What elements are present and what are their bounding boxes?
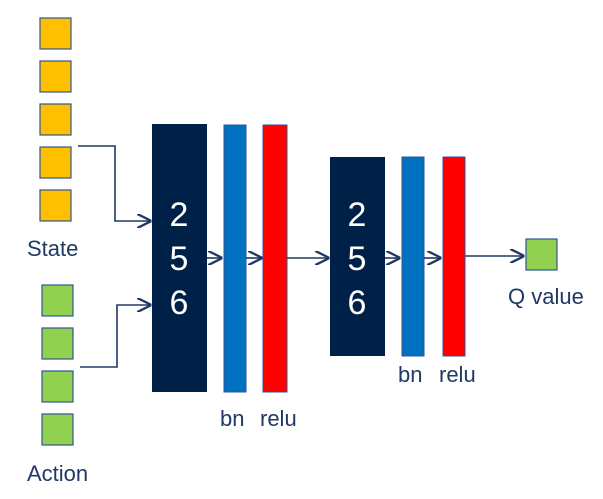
state-cell [39, 146, 72, 179]
state-cell [39, 189, 72, 222]
action-input-vector [41, 284, 74, 446]
state-input-vector [39, 17, 72, 222]
state-cell [39, 60, 72, 93]
bn-layer-2-label: bn [398, 362, 422, 387]
state-label: State [27, 236, 78, 261]
dense-layer-1-size-digit: 2 [170, 196, 189, 234]
q-value-output-cell [525, 238, 558, 271]
dense-layer-2-size-digit: 5 [348, 240, 367, 278]
state-cell [39, 17, 72, 50]
action-cell [41, 370, 74, 403]
state-cell [39, 103, 72, 136]
relu-layer-2 [442, 156, 466, 357]
dense-layer-2-size-digit: 6 [348, 284, 367, 322]
action-to-dense1-arrow [80, 305, 150, 368]
bn-layer-2 [401, 156, 425, 357]
relu-layer-2-label: relu [439, 362, 476, 387]
dense-layer-2 [330, 157, 385, 356]
action-label: Action [27, 461, 88, 486]
dense-layer-1 [152, 124, 207, 392]
dense-layer-2-size-digit: 2 [348, 196, 367, 234]
q-value-label: Q value [508, 284, 584, 309]
state-to-dense1-arrow [78, 145, 150, 221]
dense-layer-1-size-digit: 6 [170, 284, 189, 322]
bn-layer-1-label: bn [220, 406, 244, 431]
dense-layer-1-size-digit: 5 [170, 240, 189, 278]
action-cell [41, 327, 74, 360]
bn-layer-1 [223, 124, 247, 393]
action-cell [41, 284, 74, 317]
action-cell [41, 413, 74, 446]
relu-layer-1 [262, 124, 288, 393]
relu-layer-1-label: relu [260, 406, 297, 431]
